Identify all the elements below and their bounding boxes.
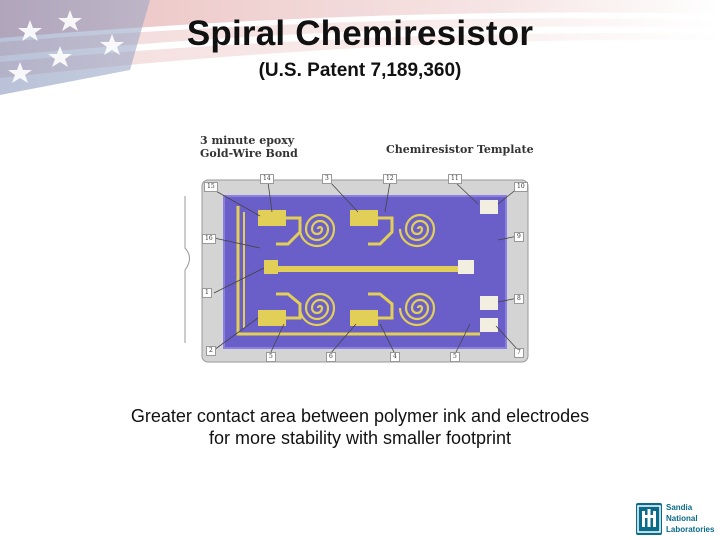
pin-label: 10	[514, 182, 528, 192]
pin-label: 14	[260, 174, 274, 184]
pin-label: 9	[514, 232, 524, 242]
pin-label: 2	[206, 346, 216, 356]
pin-label: 16	[202, 234, 216, 244]
chemiresistor-figure: 3 minute epoxy Gold-Wire Bond Chemiresis…	[180, 128, 535, 368]
sandia-logo: Sandia National Laboratories	[636, 501, 718, 539]
pin-label: 11	[448, 174, 462, 184]
template-label: Chemiresistor Template	[386, 143, 534, 156]
logo-line3: Laboratories	[666, 525, 715, 534]
bond-label-line1: 3 minute epoxy	[200, 134, 295, 147]
slide-title: Spiral Chemiresistor	[186, 14, 534, 53]
pin-label: 7	[514, 348, 524, 358]
slide-subtitle: (U.S. Patent 7,189,360)	[258, 60, 462, 81]
chemiresistor-diagram	[184, 179, 529, 363]
caption-line1: Greater contact area between polymer ink…	[130, 406, 590, 426]
pin-label: 4	[390, 352, 400, 362]
pin-label: 1	[202, 288, 212, 298]
pin-label: 3	[322, 174, 332, 184]
pin-label: 5	[450, 352, 460, 362]
logo-line1: Sandia	[666, 503, 693, 512]
logo-line2: National	[666, 514, 698, 523]
pin-label: 15	[204, 182, 218, 192]
caption-line2: for more stability with smaller footprin…	[208, 428, 512, 448]
slide-caption: Greater contact area between polymer ink…	[100, 405, 620, 449]
pin-label: 5	[266, 352, 276, 362]
pin-label: 8	[514, 294, 524, 304]
bond-label: 3 minute epoxy Gold-Wire Bond	[200, 134, 298, 160]
thunderbird-icon	[636, 503, 662, 535]
pin-label: 12	[383, 174, 397, 184]
logo-text: Sandia National Laboratories	[666, 502, 714, 535]
bond-label-line2: Gold-Wire Bond	[200, 147, 298, 160]
pin-label: 6	[326, 352, 336, 362]
